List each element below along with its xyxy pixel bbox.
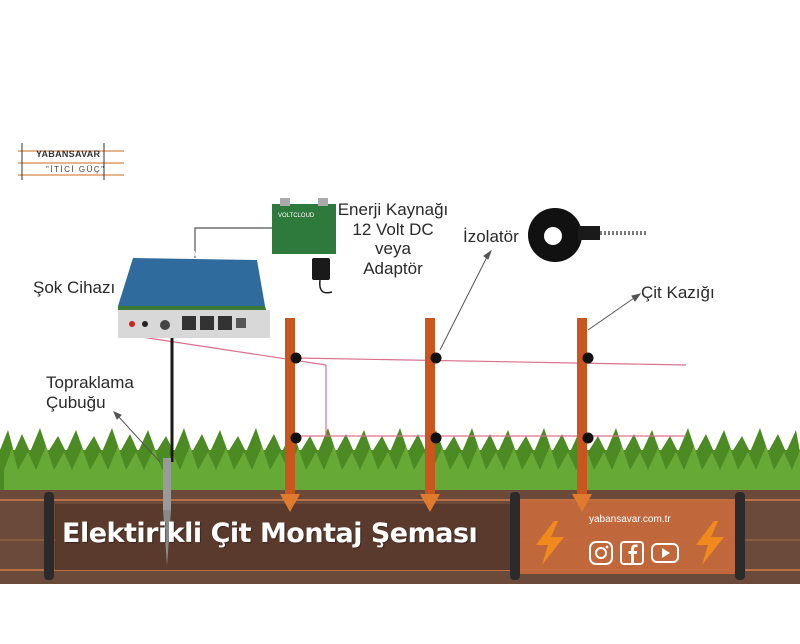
grounding-rod-line: Topraklama xyxy=(46,373,134,392)
fence-post-label: Çit Kazığı xyxy=(641,283,715,302)
power-source-line: Adaptör xyxy=(363,258,423,278)
shock-device-label: Şok Cihazı xyxy=(33,278,116,297)
insulator-dot xyxy=(582,352,594,364)
insulator-dot xyxy=(290,432,302,444)
grounding-rod-line: Çubuğu xyxy=(46,392,106,412)
logo-tagline: "İTİCİ GÜÇ" xyxy=(46,165,106,174)
lightning-icon xyxy=(696,521,724,565)
lightning-icon xyxy=(536,521,564,565)
title-banner xyxy=(55,504,510,570)
leader-lines xyxy=(113,249,642,463)
insulator-dot xyxy=(430,352,442,364)
grounding-rod xyxy=(163,330,174,566)
fence-post-3 xyxy=(572,318,592,512)
shock-device xyxy=(118,258,270,338)
battery xyxy=(272,198,336,254)
grass-strip xyxy=(0,428,800,490)
banner-post-mid xyxy=(510,492,520,580)
social-links xyxy=(588,540,680,568)
power-source-line: Enerji Kaynağı xyxy=(337,200,449,219)
power-source-line: 12 Volt DC xyxy=(352,219,434,239)
insulator-dot xyxy=(582,432,594,444)
website-url[interactable]: yabansavar.com.tr xyxy=(589,514,671,525)
insulator-label: İzolatör xyxy=(463,227,519,246)
battery-brand-text: VOLTCLOUD xyxy=(278,213,315,219)
device-face-text: YABANSAVAR xyxy=(155,250,215,259)
power-adaptor xyxy=(312,258,333,294)
diagram-title: Elektirikli Çit Montaj Şeması xyxy=(62,518,478,549)
grounding-rod-label: Topraklama Çubuğu xyxy=(46,373,134,412)
insulator-dot xyxy=(430,432,442,444)
instagram-icon[interactable] xyxy=(588,540,614,566)
power-source-label: Enerji Kaynağı 12 Volt DC veya Adaptör xyxy=(330,200,456,278)
brand-logo: YABANSAVAR "İTİCİ GÜÇ" xyxy=(14,142,130,184)
logo-brand-text: YABANSAVAR xyxy=(36,149,101,159)
fence-wires xyxy=(134,335,687,437)
logo-graphic xyxy=(18,143,124,180)
fence-post-1 xyxy=(280,318,300,512)
youtube-icon[interactable] xyxy=(650,540,680,566)
facebook-icon[interactable] xyxy=(619,540,645,566)
power-source-line: veya xyxy=(375,239,411,259)
insulator-product xyxy=(528,208,646,262)
banner-post-right xyxy=(735,492,745,580)
fence-post-2 xyxy=(420,318,440,512)
insulator-dot xyxy=(290,352,302,364)
banner-post-left xyxy=(44,492,54,580)
